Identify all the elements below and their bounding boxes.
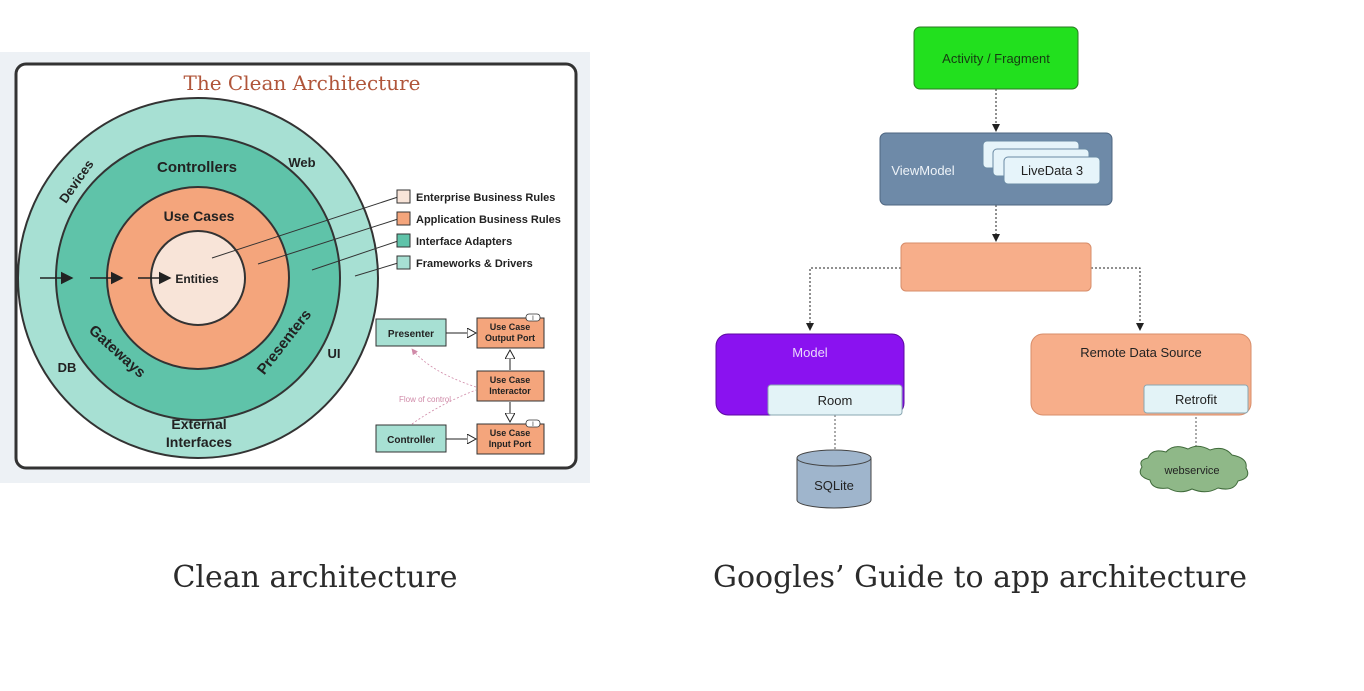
repository-box	[900, 242, 1092, 292]
output-port-box	[476, 317, 545, 349]
activity-fragment-label: Activity / Fragment	[942, 51, 1050, 66]
legend-pointer-4	[354, 262, 399, 277]
flow-of-control-label: Flow of control	[399, 395, 451, 404]
label-ui: UI	[328, 346, 341, 361]
legend-pointer-2	[257, 218, 399, 265]
sqlite-label: SQLite	[814, 478, 854, 493]
input-port-box	[476, 423, 545, 455]
interactor-box	[476, 370, 545, 402]
google-architecture-diagram: Activity / Fragment ViewModel LiveData 3…	[715, 26, 1252, 509]
label-interfaces: Interfaces	[166, 434, 232, 450]
input-port-label-1: Use Case	[490, 428, 531, 438]
room-label: Room	[818, 393, 853, 408]
input-port-label-2: Input Port	[489, 439, 532, 449]
flow-of-control: Presenter Controller Use Case Output Por…	[375, 313, 545, 455]
flow-curve-top	[411, 348, 477, 388]
output-port-label-1: Use Case	[490, 322, 531, 332]
label-entities: Entities	[175, 272, 219, 286]
repository-to-model-arrow	[806, 267, 901, 331]
diagram-title: The Clean Architecture	[184, 71, 421, 95]
legend-swatch-frameworks	[396, 255, 411, 270]
legend-label-enterprise: Enterprise Business Rules	[416, 192, 555, 204]
webservice-cloud-icon: webservice	[1139, 445, 1249, 493]
controller-box	[375, 424, 447, 453]
output-port-badge	[525, 313, 541, 322]
legend: Enterprise Business Rules Application Bu…	[396, 189, 561, 270]
legend-pointer-1	[211, 196, 399, 259]
webservice-label: webservice	[1163, 465, 1219, 477]
legend-swatch-enterprise	[396, 189, 411, 204]
model-label: Model	[792, 345, 828, 360]
legend-swatch-application	[396, 211, 411, 226]
label-external: External	[171, 416, 226, 432]
retrofit-box	[1143, 384, 1249, 414]
input-port-badge	[525, 419, 541, 428]
label-controllers: Controllers	[157, 159, 237, 176]
remote-data-source-label: Remote Data Source	[1080, 345, 1201, 360]
output-port-label-2: Output Port	[485, 333, 535, 343]
sqlite-database-icon: SQLite	[796, 449, 872, 509]
clean-architecture-diagram: The Clean Architecture Devices Web DB UI…	[14, 62, 578, 470]
sqlite-cylinder-body	[796, 458, 872, 509]
interactor-label-1: Use Case	[490, 375, 531, 385]
legend-pointer-3	[311, 240, 399, 271]
legend-swatch-adapters	[396, 233, 411, 248]
output-port-badge-label: I	[532, 316, 534, 322]
repository-to-remote-arrow	[1091, 267, 1144, 331]
viewmodel-label: ViewModel	[891, 163, 954, 178]
activity-fragment-box	[913, 26, 1079, 90]
room-box	[767, 384, 903, 416]
livedata-label: LiveData 3	[1021, 163, 1083, 178]
sqlite-cylinder-top	[796, 449, 872, 467]
legend-label-application: Application Business Rules	[416, 214, 561, 226]
legend-label-adapters: Interface Adapters	[416, 236, 512, 248]
legend-label-frameworks: Frameworks & Drivers	[416, 258, 533, 270]
interactor-label-2: Interactor	[489, 386, 531, 396]
controller-label: Controller	[387, 435, 435, 446]
input-port-badge-label: I	[532, 422, 534, 428]
label-db: DB	[58, 360, 77, 375]
webservice-cloud-shape	[1139, 445, 1249, 493]
caption-clean-architecture: Clean architecture	[172, 560, 458, 595]
label-use-cases: Use Cases	[164, 208, 235, 224]
presenter-label: Presenter	[388, 329, 434, 340]
retrofit-label: Retrofit	[1175, 392, 1217, 407]
label-web: Web	[288, 155, 315, 170]
flow-curve-bottom	[411, 389, 477, 425]
livedata-card	[1003, 156, 1101, 185]
caption-google-architecture: Googles’ Guide to app architecture	[713, 560, 1247, 595]
